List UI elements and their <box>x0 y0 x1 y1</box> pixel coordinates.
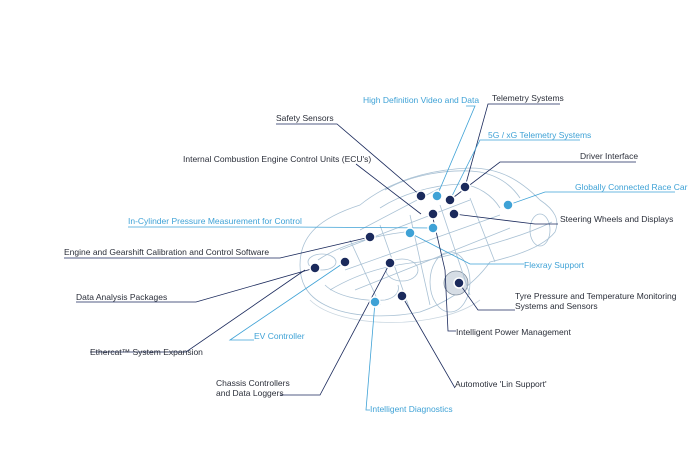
rear-wheel <box>529 213 551 247</box>
line-tyre <box>458 282 515 311</box>
line-chassis <box>280 262 391 396</box>
line-lin <box>401 295 456 389</box>
label-engine-gearshift[interactable]: Engine and Gearshift Calibration and Con… <box>64 247 270 257</box>
label-chassis-line2[interactable]: and Data Loggers <box>216 388 284 398</box>
line-engine <box>64 236 371 259</box>
dot-in-cyl[interactable] <box>427 222 439 234</box>
label-safety-sensors[interactable]: Safety Sensors <box>276 113 334 123</box>
label-ev-controller[interactable]: EV Controller <box>254 331 305 341</box>
dot-data-analysis[interactable] <box>309 262 321 274</box>
car-shadow <box>309 299 481 323</box>
label-diagnostics[interactable]: Intelligent Diagnostics <box>370 404 453 414</box>
dot-safety[interactable] <box>415 190 427 202</box>
line-power <box>431 213 456 332</box>
car-body-outline <box>299 167 558 317</box>
label-data-analysis[interactable]: Data Analysis Packages <box>76 292 168 302</box>
line-driver <box>449 161 636 201</box>
label-flexray[interactable]: Flexray Support <box>524 260 584 270</box>
label-steering[interactable]: Steering Wheels and Displays <box>560 214 674 224</box>
dot-telemetry[interactable] <box>459 181 471 193</box>
line-in-cyl <box>128 226 434 229</box>
line-safety <box>276 123 422 197</box>
leader-lines <box>64 103 675 411</box>
dot-connected[interactable] <box>502 199 514 211</box>
dot-ice[interactable] <box>427 208 439 220</box>
label-in-cylinder[interactable]: In-Cylinder Pressure Measurement for Con… <box>128 216 302 226</box>
dot-hd-video[interactable] <box>431 190 443 202</box>
label-tyre-pressure-line1[interactable]: Tyre Pressure and Temperature Monitoring <box>515 291 677 301</box>
label-ethercat[interactable]: Ethercat™ System Expansion <box>90 347 203 357</box>
car-grille <box>324 284 399 301</box>
label-tyre-pressure-line2[interactable]: Systems and Sensors <box>515 301 598 311</box>
label-5g-telemetry[interactable]: 5G / xG Telemetry Systems <box>488 130 592 140</box>
car-roof <box>384 170 521 199</box>
dot-chassis[interactable] <box>384 257 396 269</box>
line-diagnostics <box>365 301 376 411</box>
car-side-line <box>419 221 553 263</box>
label-chassis-line1[interactable]: Chassis Controllers <box>216 378 290 388</box>
dot-tyre[interactable] <box>453 277 465 289</box>
line-ev <box>228 261 346 341</box>
dot-steering[interactable] <box>448 208 460 220</box>
line-ice <box>355 163 422 215</box>
label-lin-support[interactable]: Automotive 'Lin Support' <box>455 379 547 389</box>
label-telemetry[interactable]: Telemetry Systems <box>492 93 564 103</box>
label-connected-race-car[interactable]: Globally Connected Race Car <box>575 182 688 192</box>
car-hood-crease-2 <box>329 261 421 291</box>
line-hd-video <box>436 105 476 197</box>
car-hood-crease <box>317 231 406 261</box>
car-mesh-2 <box>349 197 496 311</box>
label-hd-video[interactable]: High Definition Video and Data <box>363 95 480 105</box>
line-telemetry <box>464 103 560 188</box>
car-mesh-1 <box>339 187 511 291</box>
line-flexray <box>409 232 524 265</box>
headlight-left <box>307 253 337 271</box>
dot-ev[interactable] <box>339 256 351 268</box>
dot-flexray[interactable] <box>404 227 416 239</box>
label-ice-control[interactable]: Internal Combustion Engine Control Units… <box>183 154 372 164</box>
dot-lin[interactable] <box>396 290 408 302</box>
line-5g <box>451 139 580 197</box>
label-power-management[interactable]: Intelligent Power Management <box>456 327 571 337</box>
label-driver-interface[interactable]: Driver Interface <box>580 151 639 161</box>
dot-engine[interactable] <box>364 231 376 243</box>
line-steering <box>453 213 558 225</box>
line-data-analysis <box>76 267 316 303</box>
dot-diagnostics[interactable] <box>369 296 381 308</box>
line-connected <box>507 191 675 206</box>
line-ethercat <box>90 269 306 353</box>
connector-dots <box>309 181 514 308</box>
dot-driver[interactable] <box>444 194 456 206</box>
